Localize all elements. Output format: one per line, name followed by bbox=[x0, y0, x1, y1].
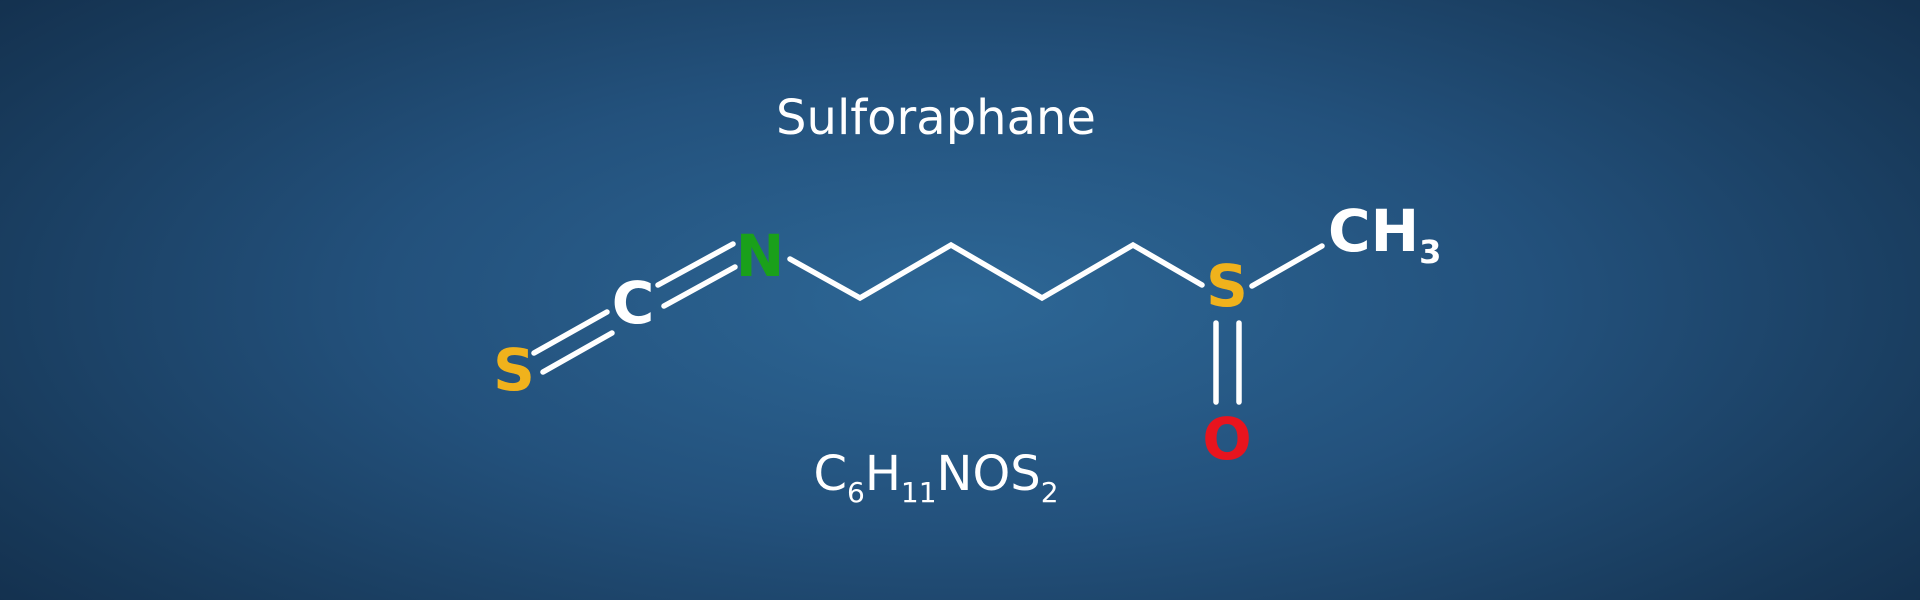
formula-carbon-count: 6 bbox=[847, 476, 865, 509]
atom-sulfur-sulfoxide: S bbox=[1206, 252, 1248, 320]
bond-group bbox=[531, 241, 1325, 405]
atom-sulfur-isothiocyanate: S bbox=[493, 336, 535, 404]
atom-oxygen: O bbox=[1202, 405, 1251, 473]
atom-nitrogen: N bbox=[736, 222, 785, 290]
molecule-name-title: Sulforaphane bbox=[776, 90, 1096, 146]
molecular-formula: C6H11NOS2 bbox=[813, 446, 1058, 509]
formula-carbon: C bbox=[813, 446, 847, 502]
double-bond-c-n-lower bbox=[661, 264, 738, 309]
formula-nos: NOS bbox=[937, 446, 1041, 502]
double-bond-c-n-upper bbox=[655, 241, 736, 288]
bond-s-methyl bbox=[1249, 243, 1325, 289]
double-bond-s-c-upper bbox=[531, 309, 610, 356]
formula-sulfur-count: 2 bbox=[1041, 476, 1059, 509]
methyl-subscript: 3 bbox=[1419, 233, 1441, 271]
carbon-chain bbox=[787, 241, 1205, 302]
double-bond-s-c-lower bbox=[540, 330, 615, 375]
formula-hydrogen-count: 11 bbox=[901, 476, 937, 509]
atom-carbon-isothiocyanate: C bbox=[612, 269, 655, 337]
methyl-ch: CH bbox=[1328, 197, 1419, 265]
methyl-group: CH3 bbox=[1328, 197, 1441, 271]
formula-hydrogen: H bbox=[865, 446, 901, 502]
